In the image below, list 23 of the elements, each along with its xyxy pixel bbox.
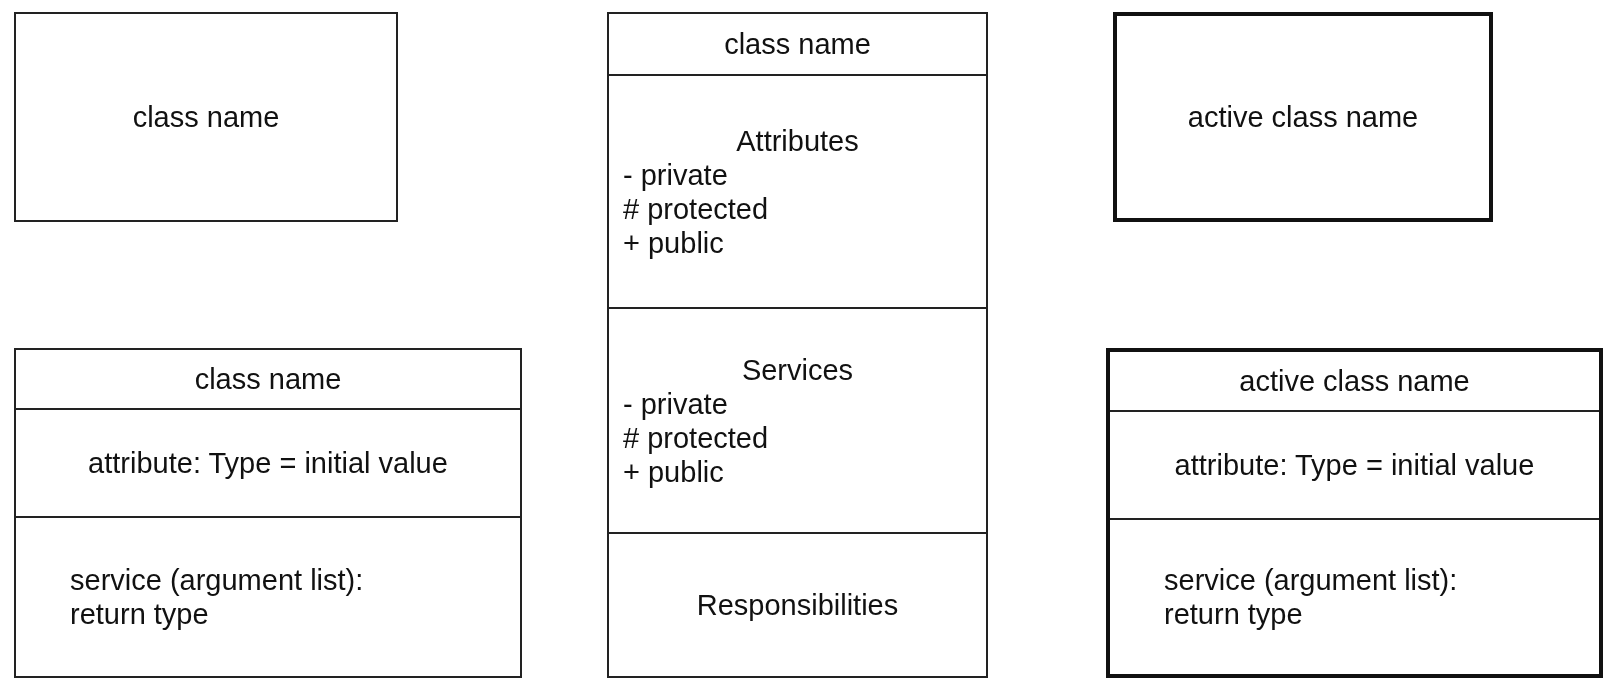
service-entry: service (argument list): return type bbox=[1163, 563, 1459, 631]
compartment-heading: Attributes bbox=[736, 123, 859, 158]
active-class-name: active class name bbox=[1239, 364, 1470, 398]
attribute-entry: attribute: Type = initial value bbox=[88, 446, 448, 480]
visibility-entry: + public bbox=[623, 225, 724, 260]
class-box bbox=[1113, 12, 1493, 222]
compartment-heading: Responsibilities bbox=[696, 588, 899, 622]
visibility-entry: - private bbox=[623, 157, 728, 192]
class-box bbox=[607, 12, 988, 678]
class-name: class name bbox=[724, 27, 871, 61]
class-name: class name bbox=[132, 100, 280, 134]
visibility-entry: # protected bbox=[623, 191, 769, 226]
visibility-entry: - private bbox=[623, 386, 728, 421]
attribute-entry: attribute: Type = initial value bbox=[1174, 448, 1535, 482]
class-name: class name bbox=[194, 362, 342, 396]
class-box bbox=[14, 12, 398, 222]
service-entry: service (argument list): return type bbox=[69, 563, 365, 631]
active-class-name: active class name bbox=[1187, 100, 1419, 134]
class-box bbox=[14, 348, 522, 678]
visibility-entry: # protected bbox=[623, 420, 769, 455]
class-box bbox=[1106, 348, 1603, 678]
compartment-heading: Services bbox=[741, 352, 854, 387]
visibility-entry: + public bbox=[623, 454, 724, 489]
